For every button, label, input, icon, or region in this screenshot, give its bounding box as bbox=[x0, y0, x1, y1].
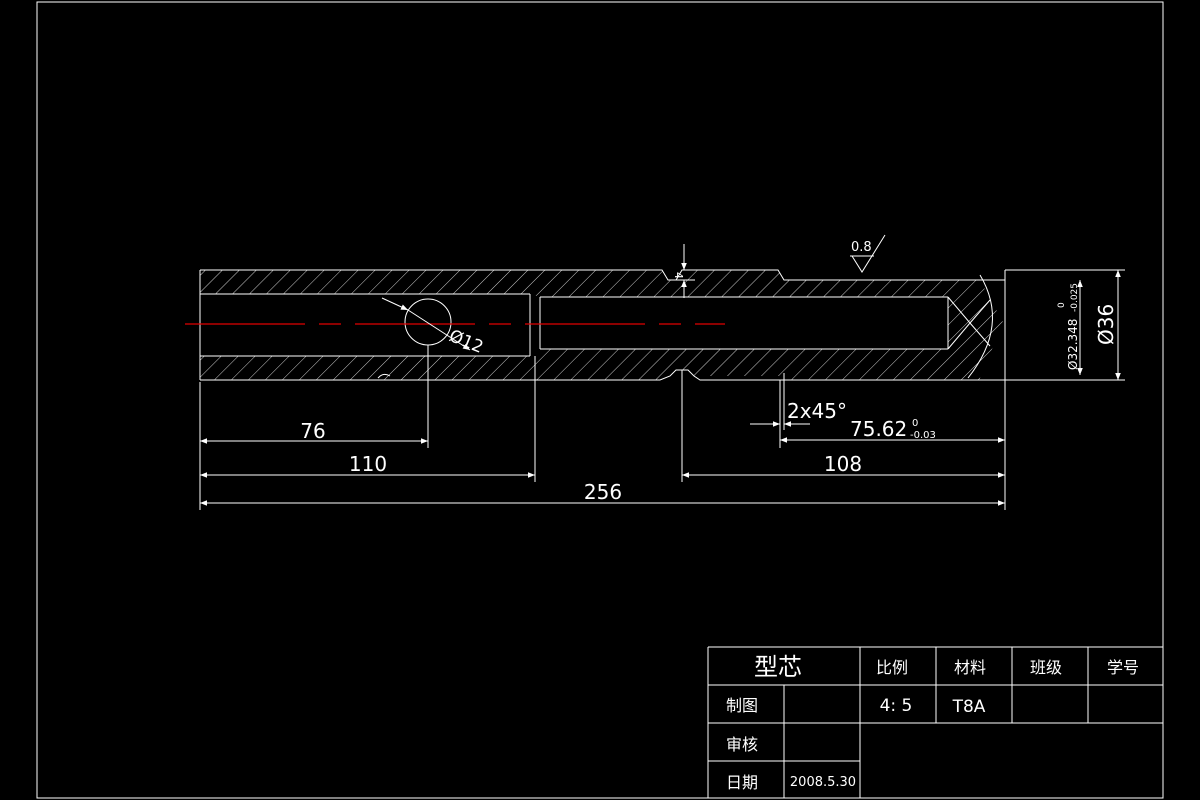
dim-108: 108 bbox=[824, 452, 862, 476]
dim-110: 110 bbox=[349, 452, 387, 476]
scale-value: 4: 5 bbox=[880, 696, 913, 716]
drawing-frame bbox=[36, 1, 1164, 799]
part-section bbox=[185, 269, 1125, 381]
part-name: 型芯 bbox=[754, 653, 802, 681]
cross-hole bbox=[404, 298, 452, 346]
dim-inner-upper-tol: 0 bbox=[1057, 302, 1067, 308]
dim-75-62-lower-tol: -0.03 bbox=[910, 430, 936, 441]
dim-groove-depth: 4 bbox=[672, 272, 685, 279]
scale-label: 比例 bbox=[876, 658, 908, 677]
title-block bbox=[707, 646, 1163, 798]
date-label: 日期 bbox=[726, 773, 758, 792]
dim-256: 256 bbox=[584, 480, 622, 504]
class-label: 班级 bbox=[1030, 658, 1062, 677]
dim-inner-lower-tol: -0.025 bbox=[1070, 283, 1080, 312]
date-value: 2008.5.30 bbox=[790, 775, 856, 790]
dim-hole-diameter: Ø12 bbox=[446, 326, 486, 358]
dim-75-62-upper-tol: 0 bbox=[912, 418, 918, 429]
dim-76: 76 bbox=[300, 419, 325, 443]
dim-inner-diameter: Ø32.348 bbox=[1066, 319, 1080, 370]
student-no-label: 学号 bbox=[1107, 658, 1139, 677]
material-label: 材料 bbox=[954, 658, 986, 677]
check-label: 审核 bbox=[726, 735, 758, 754]
roughness-value: 0.8 bbox=[851, 240, 872, 255]
material-value: T8A bbox=[952, 697, 986, 717]
dimension-lines bbox=[199, 234, 1121, 510]
dim-chamfer: 2x45° bbox=[787, 399, 847, 423]
drawn-label: 制图 bbox=[726, 696, 758, 715]
dim-75-62: 75.62 bbox=[850, 417, 907, 441]
dim-outer-diameter: Ø36 bbox=[1094, 304, 1118, 345]
